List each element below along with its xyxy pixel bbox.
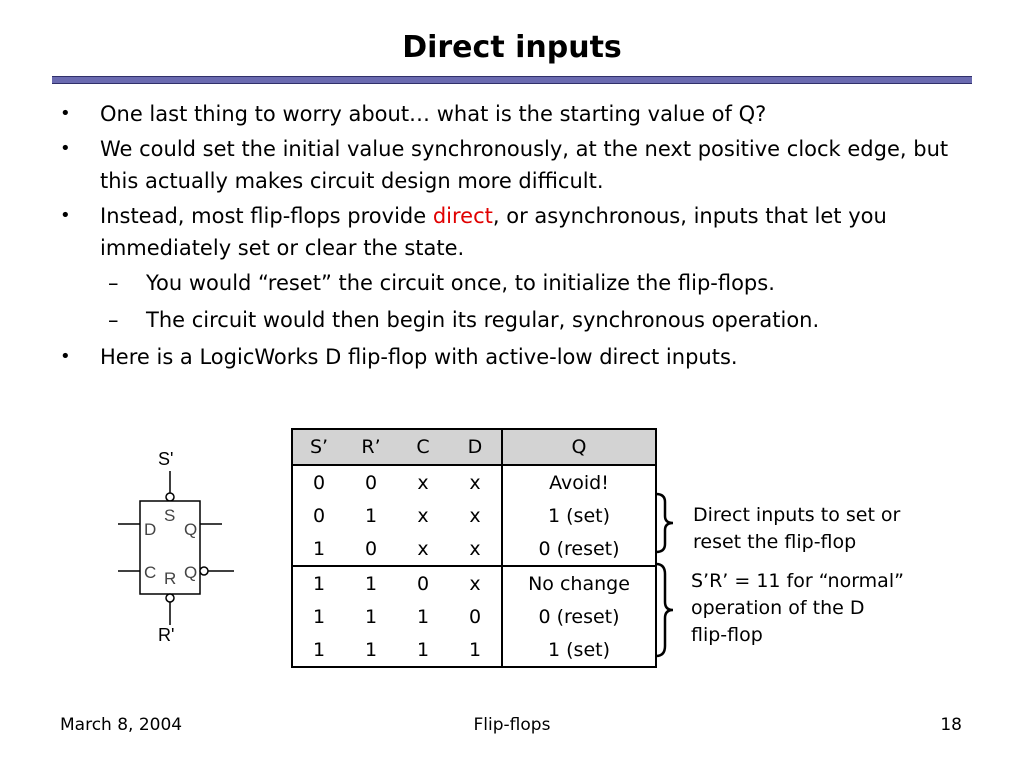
table-cell: 1 bbox=[312, 638, 326, 661]
table-cell: x bbox=[469, 471, 481, 494]
title-divider bbox=[52, 76, 972, 84]
table-cell: 0 (reset) bbox=[501, 532, 656, 566]
pin-s-label: S bbox=[164, 506, 175, 525]
bullet-text-post: , or asynchronous, inputs that let you i… bbox=[100, 204, 887, 260]
table-row: 1 1 1 1 1 (set) bbox=[292, 633, 656, 667]
table-cell: 1 (set) bbox=[501, 633, 656, 667]
column-header: C bbox=[397, 429, 449, 466]
footer-date: March 8, 2004 bbox=[60, 715, 183, 735]
bullet-text-pre: Instead, most flip-flops provide bbox=[100, 204, 433, 228]
brace-direct-inputs bbox=[655, 492, 674, 554]
table-cell: 1 bbox=[312, 605, 326, 628]
table-cell: No change bbox=[501, 565, 656, 600]
table-cell: 1 bbox=[364, 638, 378, 661]
table-cell: 1 bbox=[292, 565, 345, 600]
bullet-list: • One last thing to worry about… what is… bbox=[58, 98, 978, 376]
table-row: 1 1 1 0 0 (reset) bbox=[292, 600, 656, 633]
note-line: S’R’ = 11 for “normal” bbox=[691, 570, 904, 592]
table-cell: 1 bbox=[468, 638, 482, 661]
note-line: flip-flop bbox=[691, 624, 763, 646]
table-cell: 0 (reset) bbox=[501, 600, 656, 633]
table-cell: 1 bbox=[416, 638, 430, 661]
s-bubble bbox=[165, 492, 175, 502]
table-cell: x bbox=[469, 504, 481, 527]
column-header: Q bbox=[501, 429, 656, 466]
table-cell: 0 bbox=[364, 471, 378, 494]
s-prime-label: S' bbox=[158, 449, 173, 469]
normal-operation-note: S’R’ = 11 for “normal” operation of the … bbox=[691, 568, 904, 649]
sub-bullet-marker: – bbox=[108, 308, 119, 332]
table-row: 1 1 0 x No change bbox=[292, 565, 656, 600]
bullet-marker: • bbox=[60, 346, 71, 367]
table-cell: 0 bbox=[312, 504, 326, 527]
sub-bullet-item: – You would “reset” the circuit once, to… bbox=[58, 267, 978, 299]
r-prime-label: R' bbox=[158, 625, 174, 645]
table-cell: 1 (set) bbox=[501, 499, 656, 532]
table-row: 1 0 x x 0 (reset) bbox=[292, 532, 656, 566]
column-header: R’ bbox=[345, 429, 397, 466]
truth-table: S’ R’ C D Q 0 0 x x Avoid! 0 1 x x 1 (se… bbox=[291, 428, 657, 668]
note-line: reset the flip-flop bbox=[693, 531, 857, 553]
sub-bullet-item: – The circuit would then begin its regul… bbox=[58, 304, 978, 336]
pin-qbar-label: Q bbox=[184, 563, 197, 582]
table-row: 0 0 x x Avoid! bbox=[292, 465, 656, 499]
table-cell: 0 bbox=[468, 605, 482, 628]
direct-inputs-note: Direct inputs to set or reset the flip-f… bbox=[693, 502, 900, 556]
pin-q-label: Q bbox=[184, 520, 197, 539]
slide-title: Direct inputs bbox=[402, 30, 622, 65]
bullet-marker: • bbox=[60, 205, 71, 226]
sub-bullet-text: You would “reset” the circuit once, to i… bbox=[146, 271, 775, 295]
table-cell: x bbox=[417, 537, 429, 560]
footer-page-number: 18 bbox=[940, 715, 962, 735]
bullet-item: • One last thing to worry about… what is… bbox=[58, 98, 978, 130]
bullet-text: One last thing to worry about… what is t… bbox=[100, 102, 767, 126]
table-cell: 0 bbox=[312, 471, 326, 494]
table-cell: 0 bbox=[397, 565, 449, 600]
bullet-text: We could set the initial value synchrono… bbox=[100, 137, 949, 193]
table-cell: 1 bbox=[416, 605, 430, 628]
table-cell: x bbox=[417, 471, 429, 494]
bullet-item: • We could set the initial value synchro… bbox=[58, 133, 978, 197]
d-flip-flop-symbol: S' D S Q C R Q R' bbox=[118, 449, 234, 645]
column-header: S’ bbox=[292, 429, 345, 466]
table-cell: 0 bbox=[364, 537, 378, 560]
table-cell: 1 bbox=[345, 565, 397, 600]
table-cell: 1 bbox=[364, 504, 378, 527]
note-line: operation of the D bbox=[691, 597, 865, 619]
pin-r-label: R bbox=[164, 569, 176, 588]
qbar-bubble bbox=[199, 566, 209, 576]
table-header-row: S’ R’ C D Q bbox=[292, 429, 656, 466]
column-header: D bbox=[449, 429, 502, 466]
sub-bullet-text: The circuit would then begin its regular… bbox=[146, 308, 820, 332]
table-cell: 1 bbox=[312, 537, 326, 560]
r-bubble bbox=[165, 593, 175, 603]
pin-d-label: D bbox=[144, 520, 156, 539]
bullet-item: • Instead, most flip-flops provide direc… bbox=[58, 200, 978, 264]
pin-c-label: C bbox=[144, 563, 156, 582]
highlight-word: direct bbox=[432, 204, 493, 228]
bullet-marker: • bbox=[60, 138, 71, 159]
bullet-text: Here is a LogicWorks D flip-flop with ac… bbox=[100, 345, 738, 369]
table-cell: 1 bbox=[364, 605, 378, 628]
bullet-marker: • bbox=[60, 103, 71, 124]
note-line: Direct inputs to set or bbox=[693, 504, 901, 526]
brace-normal-operation bbox=[655, 562, 674, 658]
table-cell: Avoid! bbox=[501, 465, 656, 499]
sub-bullet-marker: – bbox=[108, 271, 119, 295]
bullet-item: • Here is a LogicWorks D flip-flop with … bbox=[58, 341, 978, 373]
table-row: 0 1 x x 1 (set) bbox=[292, 499, 656, 532]
footer-topic: Flip-flops bbox=[473, 715, 551, 735]
table-cell: x bbox=[469, 537, 481, 560]
table-cell: x bbox=[417, 504, 429, 527]
table-cell: x bbox=[449, 565, 502, 600]
